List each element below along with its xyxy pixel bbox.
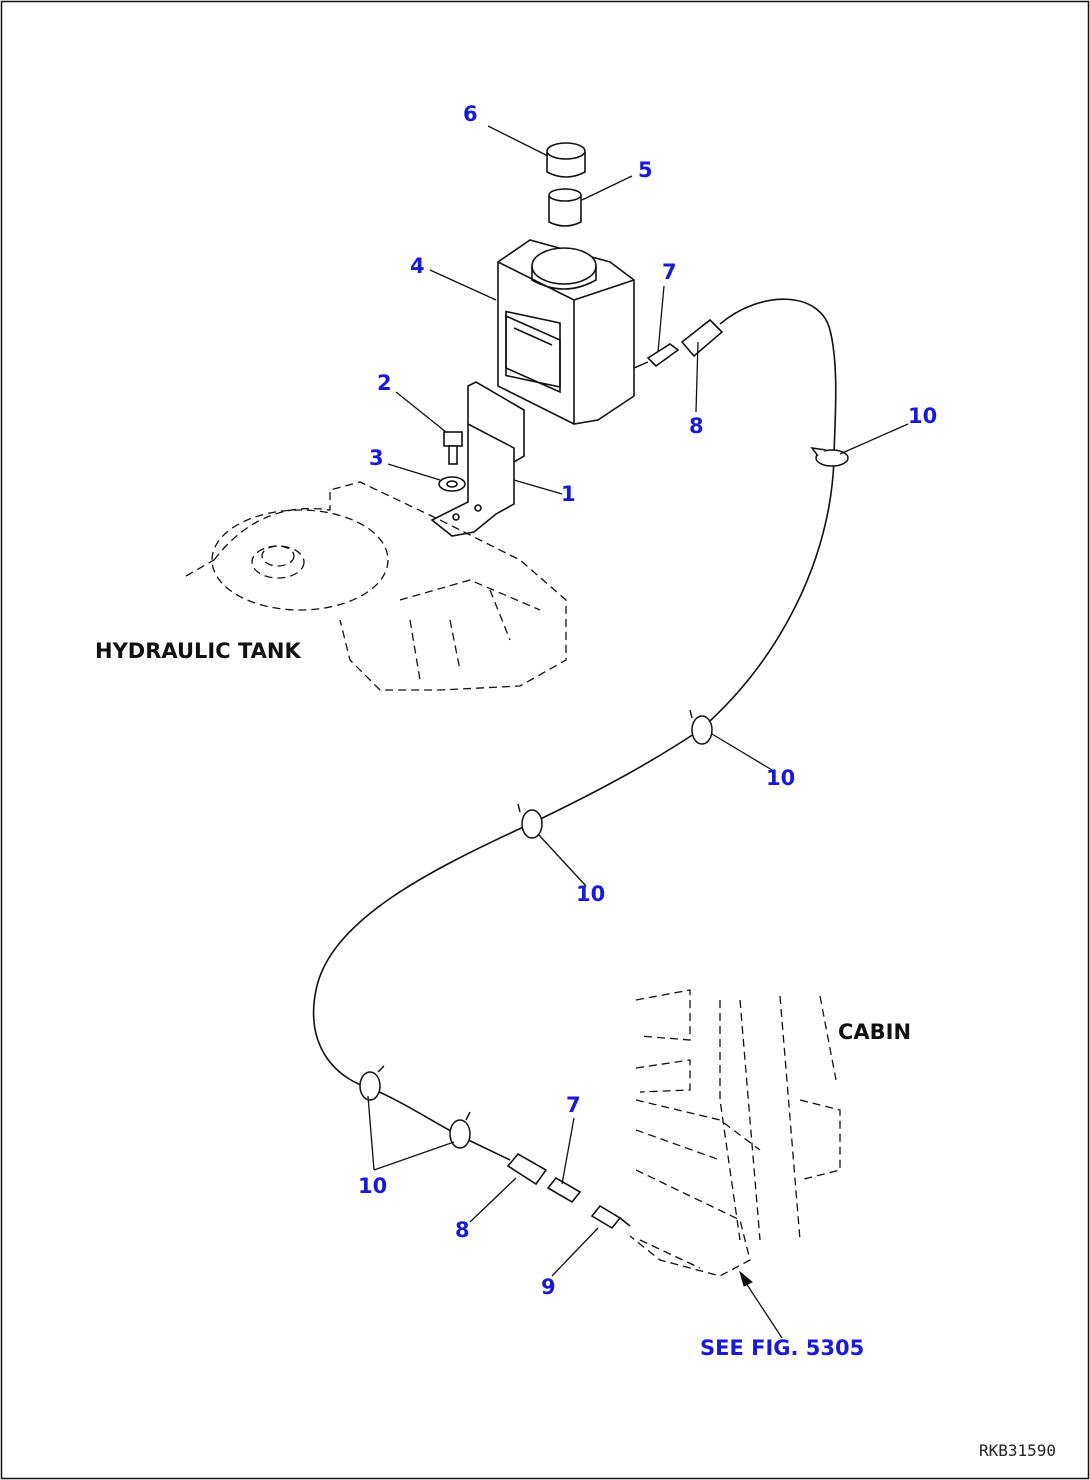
hydraulic-tank-outline: [185, 481, 567, 691]
part-bracket: [430, 381, 525, 537]
part-filter: [548, 188, 582, 227]
callout-10-lower: 10: [358, 1174, 388, 1198]
callout-8-upper: 8: [689, 414, 704, 438]
cabin-outline: [629, 989, 841, 1277]
clamp-2: [689, 709, 713, 745]
part-nozzle-lower: [546, 1176, 582, 1204]
callout-6: 6: [463, 102, 478, 126]
hydraulic-tank-label: HYDRAULIC TANK: [95, 639, 301, 663]
part-washer-tank: [497, 239, 635, 425]
reference-arrow-head: [739, 1270, 753, 1287]
callout-7-upper: 7: [662, 260, 677, 284]
drawing-code: RKB31590: [979, 1441, 1057, 1460]
clamp-4: [359, 1065, 385, 1101]
callout-9: 9: [541, 1275, 556, 1299]
part-joint-upper: [680, 318, 724, 358]
callout-10-center: 10: [576, 882, 606, 906]
part-cap: [546, 142, 586, 178]
callout-5: 5: [638, 158, 653, 182]
callout-4: 4: [410, 254, 425, 278]
washer-hose: [312, 298, 837, 1161]
part-check-valve: [590, 1204, 631, 1230]
callout-1: 1: [561, 482, 576, 506]
clamp-1: [810, 447, 849, 467]
cabin-label: CABIN: [838, 1020, 912, 1044]
reference-link[interactable]: SEE FIG. 5305: [700, 1336, 865, 1360]
callout-8-lower: 8: [455, 1218, 470, 1242]
part-bolt: [443, 431, 463, 465]
clamp-5: [449, 1111, 471, 1149]
leader-lines: [367, 125, 909, 1339]
callout-10-upper: 10: [908, 404, 938, 428]
part-nozzle-upper: [646, 343, 680, 368]
callout-2: 2: [377, 371, 392, 395]
part-joint-lower: [506, 1152, 548, 1186]
callout-3: 3: [369, 446, 384, 470]
callout-10-mid: 10: [766, 766, 796, 790]
callout-7-lower: 7: [566, 1093, 581, 1117]
part-washer: [438, 476, 466, 492]
clamp-3: [517, 803, 543, 839]
